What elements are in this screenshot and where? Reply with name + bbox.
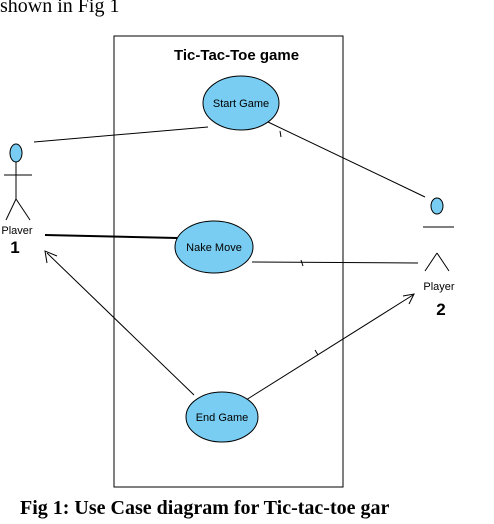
- arrowhead-p2: [402, 293, 415, 305]
- system-boundary: [113, 35, 344, 488]
- tick-mark: [279, 130, 282, 138]
- arrowhead-p1: [44, 250, 58, 264]
- association-p1-start: [33, 126, 209, 143]
- actor-player-2-label: Player: [423, 281, 455, 293]
- association-start-p2: [267, 121, 426, 198]
- figure-caption: Fig 1: Use Case diagram for Tic-tac-toe …: [20, 497, 390, 519]
- actor-left-leg: [424, 252, 438, 272]
- association-p1-move: [44, 234, 178, 239]
- actor-head: [9, 143, 23, 163]
- actor-player-2: [423, 197, 454, 272]
- use-case-end-game: [185, 391, 259, 443]
- use-case-start-game: [202, 75, 280, 131]
- intro-text: shown in Fig 1: [0, 0, 120, 17]
- actor-player-2-number: 2: [436, 300, 445, 319]
- use-case-make-move-label: Nake Move: [186, 242, 242, 254]
- actor-head: [430, 197, 444, 215]
- actor-left-leg: [5, 198, 17, 221]
- tick-mark: [300, 259, 304, 267]
- actor-player-1: [4, 143, 32, 221]
- association-move-p2: [251, 261, 419, 264]
- actor-player-1-label: Plaver: [1, 225, 33, 237]
- tick-mark: [314, 349, 319, 356]
- actor-player-1-number: 1: [10, 238, 19, 257]
- actor-right-leg: [436, 252, 450, 272]
- association-end-p1: [46, 252, 195, 396]
- use-case-start-game-label: Start Game: [213, 98, 269, 110]
- system-title: Tic-Tac-Toe game: [174, 47, 299, 64]
- use-case-make-move: [174, 220, 254, 274]
- use-case-end-game-label: End Game: [196, 412, 249, 424]
- actor-right-leg: [15, 198, 31, 221]
- association-end-p2: [245, 294, 414, 401]
